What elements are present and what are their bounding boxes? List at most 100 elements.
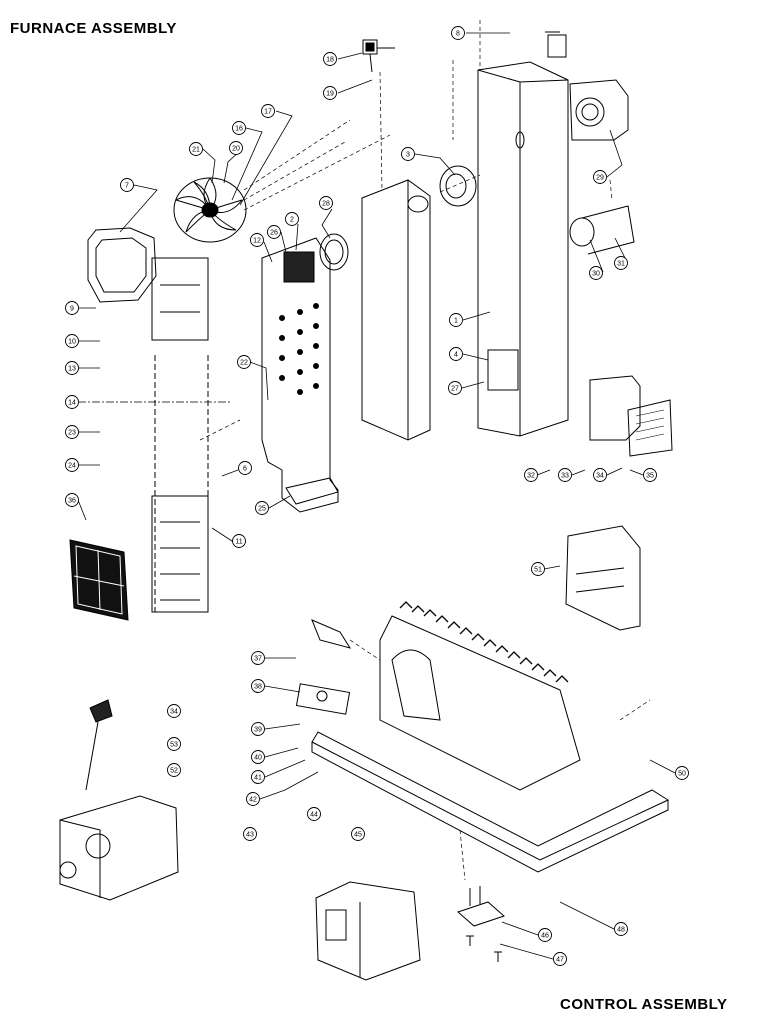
callout-number: 27 xyxy=(451,386,459,393)
callout-number: 13 xyxy=(68,366,76,373)
burner-radiator xyxy=(379,601,581,791)
callout-c27: 27 xyxy=(448,381,462,395)
callout-number: 14 xyxy=(68,400,76,407)
callout-c11: 11 xyxy=(232,534,246,548)
callout-c17: 17 xyxy=(261,104,275,118)
callout-circle xyxy=(285,212,299,226)
callout-number: 36 xyxy=(68,498,76,505)
callout-circle xyxy=(251,722,265,736)
callout-c22: 22 xyxy=(237,355,251,369)
callout-c39: 39 xyxy=(251,722,265,736)
leader-lines xyxy=(77,32,676,960)
control-assembly-title: CONTROL ASSEMBLY xyxy=(560,996,728,1013)
callout-number: 24 xyxy=(68,463,76,470)
base-tray xyxy=(311,731,670,873)
callout-number: 40 xyxy=(254,755,262,762)
callout-c48: 48 xyxy=(614,922,628,936)
callout-circle xyxy=(323,86,337,100)
callout-number: 45 xyxy=(354,832,362,839)
callout-number: 21 xyxy=(192,147,200,154)
callout-circle xyxy=(250,233,264,247)
callout-c10: 10 xyxy=(65,334,79,348)
bracket-46 xyxy=(457,886,505,927)
callout-c45: 45 xyxy=(351,827,365,841)
callout-c19: 19 xyxy=(323,86,337,100)
furnace-assembly-title: FURNACE ASSEMBLY xyxy=(10,20,177,37)
callout-c28: 28 xyxy=(319,196,333,210)
callout-c26: 26 xyxy=(267,225,281,239)
callout-circle xyxy=(558,468,572,482)
callout-number: 47 xyxy=(556,957,564,964)
callout-number: 44 xyxy=(310,812,318,819)
callout-circle xyxy=(65,395,79,409)
callout-number: 17 xyxy=(264,109,272,116)
callout-number: 12 xyxy=(253,238,261,245)
callout-number: 25 xyxy=(258,506,266,513)
callout-c3: 3 xyxy=(401,147,415,161)
callout-circle xyxy=(167,737,181,751)
callout-circle xyxy=(251,679,265,693)
callout-circle xyxy=(232,121,246,135)
callout-number: 53 xyxy=(170,742,178,749)
callout-c18: 18 xyxy=(323,52,337,66)
callout-number: 2 xyxy=(290,217,294,224)
callout-circle xyxy=(307,807,321,821)
callout-circle xyxy=(167,704,181,718)
callout-circle xyxy=(237,355,251,369)
callout-circle xyxy=(65,425,79,439)
callout-circle xyxy=(531,562,545,576)
callout-c44: 44 xyxy=(307,807,321,821)
callout-number: 48 xyxy=(617,927,625,934)
explosion-lines xyxy=(199,20,651,881)
callout-circle xyxy=(120,178,134,192)
callout-circle xyxy=(593,170,607,184)
callout-c31: 31 xyxy=(614,256,628,270)
callout-c4: 4 xyxy=(449,347,463,361)
callout-number: 8 xyxy=(456,31,460,38)
callout-circle xyxy=(323,52,337,66)
inner-casing-4 xyxy=(361,179,431,441)
callout-c6: 6 xyxy=(238,461,252,475)
callout-c21: 21 xyxy=(189,142,203,156)
collar-3 xyxy=(439,165,477,207)
callout-c42: 42 xyxy=(246,792,260,806)
callout-c29: 29 xyxy=(593,170,607,184)
callout-c25: 25 xyxy=(255,501,269,515)
callout-c35: 35 xyxy=(643,468,657,482)
left-panel-stack xyxy=(151,257,209,613)
callout-c50: 50 xyxy=(675,766,689,780)
callout-c33a: 33 xyxy=(558,468,572,482)
vent-cap-29 xyxy=(569,79,629,141)
bracket-part-8 xyxy=(545,31,567,58)
callout-circle xyxy=(351,827,365,841)
callout-c41: 41 xyxy=(251,770,265,784)
callout-circle xyxy=(553,952,567,966)
callout-circle xyxy=(319,196,333,210)
callout-c40: 40 xyxy=(251,750,265,764)
callout-circle xyxy=(251,651,265,665)
callout-circle xyxy=(451,26,465,40)
callout-c46: 46 xyxy=(538,928,552,942)
callout-c47: 47 xyxy=(553,952,567,966)
callout-number: 23 xyxy=(68,430,76,437)
callout-number: 46 xyxy=(541,933,549,940)
callout-number: 39 xyxy=(254,727,262,734)
callout-circle xyxy=(232,534,246,548)
blower-fan xyxy=(173,177,247,243)
control-panel-51 xyxy=(565,525,641,631)
callout-circle xyxy=(65,458,79,472)
callout-circle xyxy=(65,493,79,507)
callout-circle xyxy=(589,266,603,280)
callout-number: 42 xyxy=(249,797,257,804)
callout-number: 3 xyxy=(406,152,410,159)
intake-box xyxy=(589,375,673,457)
callout-c14: 14 xyxy=(65,395,79,409)
callout-circle xyxy=(261,104,275,118)
callout-c16: 16 xyxy=(232,121,246,135)
callout-number: 51 xyxy=(534,567,542,574)
gasket-28 xyxy=(319,233,349,271)
callout-c30: 30 xyxy=(589,266,603,280)
callout-number: 16 xyxy=(235,126,243,133)
callout-circle xyxy=(251,750,265,764)
